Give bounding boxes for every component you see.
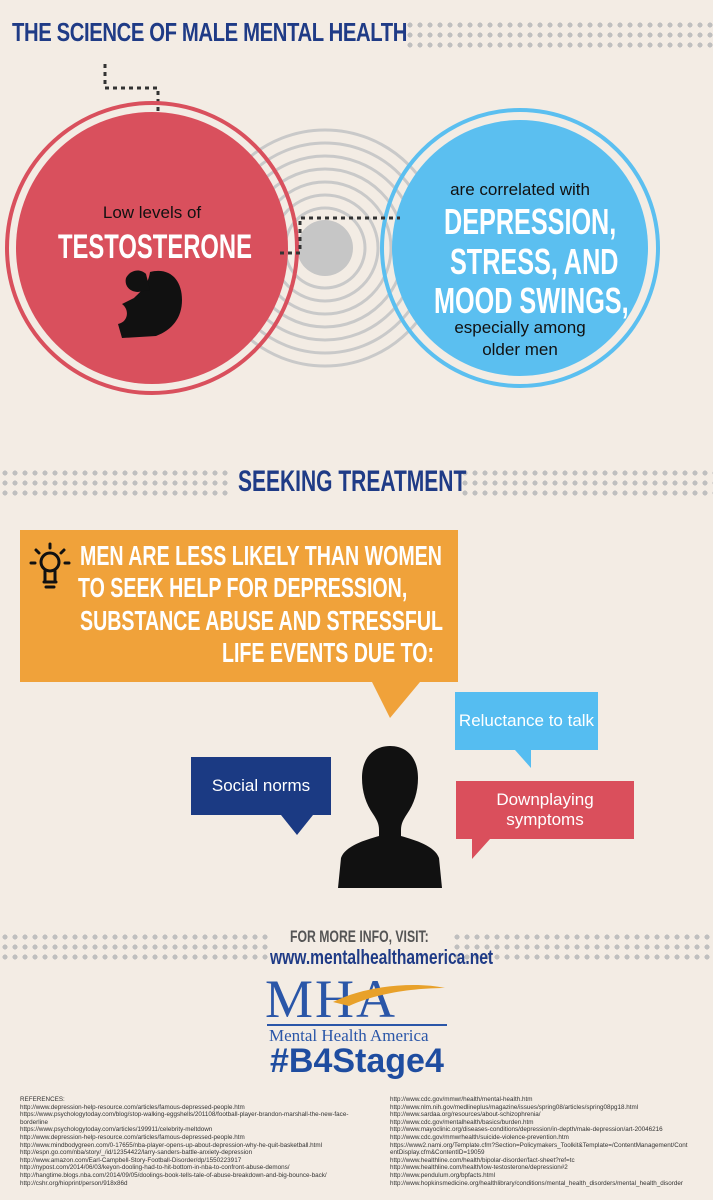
bubble-reluctance: Reluctance to talk	[455, 692, 598, 768]
ripple-center	[297, 220, 353, 276]
footer-dots-left	[0, 932, 268, 960]
right-circle-line3: older men	[482, 340, 558, 359]
reference-item: http://hangtime.blogs.nba.com/2014/09/05…	[20, 1171, 327, 1179]
right-circle-big3: MOOD SWINGS,	[434, 280, 629, 321]
more-info-label: FOR MORE INFO, VISIT:	[290, 927, 429, 946]
leader-line-top	[103, 64, 160, 130]
section-dots-left	[0, 468, 230, 496]
blue-circle-outer	[380, 108, 660, 388]
flexed-arm-icon	[118, 270, 182, 338]
reference-item: http://www.mindbodygreen.com/0-17655/nba…	[20, 1141, 323, 1149]
reference-item: http://www.amazon.com/Earl-Campbell-Stor…	[20, 1156, 242, 1164]
right-circle-line1: are correlated with	[450, 180, 590, 199]
callout-line-4: LIFE EVENTS DUE TO:	[222, 637, 435, 668]
references-title: REFERENCES:	[20, 1096, 65, 1103]
bubble-social-norms: Social norms	[191, 757, 331, 835]
reference-item: https://www.psychologytoday.com/articles…	[20, 1126, 213, 1134]
reference-item: http://www.depression-help-resource.com/…	[20, 1103, 245, 1111]
left-circle-testosterone: TESTOSTERONE	[58, 228, 252, 266]
reference-item: http://nypost.com/2014/06/03/keyon-dooli…	[20, 1164, 290, 1172]
section-title: SEEKING TREATMENT	[238, 465, 467, 498]
reference-item: http://www.hopkinsmedicine.org/healthlib…	[390, 1179, 683, 1187]
references-left: REFERENCES: http://www.depression-help-r…	[20, 1096, 376, 1187]
blue-circle	[392, 120, 648, 376]
reference-item: http://www.depression-help-resource.com/…	[20, 1133, 245, 1141]
hashtag: #B4Stage4	[270, 1042, 444, 1080]
mha-logo-underline	[267, 1024, 447, 1026]
section-dots-right	[460, 468, 713, 496]
circles-graphic	[5, 64, 660, 395]
red-circle	[16, 112, 288, 384]
bubble-downplaying: Downplaying symptoms	[456, 781, 634, 859]
reference-item: http://www.mayoclinic.org/diseases-condi…	[390, 1126, 663, 1134]
reference-item: http://www.sardaa.org/resources/about-sc…	[390, 1111, 541, 1119]
reference-item: entDisplay.cfm&ContentID=19059	[390, 1149, 485, 1157]
orange-callout	[20, 530, 458, 718]
right-circle-big2: STRESS, AND	[450, 241, 619, 282]
lightbulb-icon	[29, 542, 71, 589]
page-title: THE SCIENCE OF MALE MENTAL HEALTH	[12, 17, 407, 47]
right-circle-big1: DEPRESSION,	[444, 201, 617, 242]
mha-logo-letters: MHA	[265, 969, 398, 1029]
mha-swoosh-icon	[333, 984, 445, 1006]
reference-item: http://www.healthline.com/health/low-tes…	[390, 1164, 568, 1172]
header-dots	[405, 20, 713, 48]
reference-item: https://www2.nami.org/Template.cfm?Secti…	[390, 1141, 688, 1149]
footer-dots-right	[452, 932, 713, 960]
red-circle-outer	[5, 101, 299, 395]
reference-item: http://www.cdc.gov/mmwr/health/mental-he…	[390, 1096, 533, 1103]
reference-item: https://www.psychologytoday.com/blog/sto…	[20, 1111, 349, 1119]
reference-item: http://www.cdc.gov/mentalhealth/basics/b…	[390, 1118, 534, 1126]
left-circle-line1: Low levels of	[102, 203, 202, 222]
reference-item: http://cshr.org/hioprint/person/918x86d	[20, 1179, 128, 1187]
reference-item: http://www.nlm.nih.gov/medlineplus/magaz…	[390, 1103, 639, 1111]
reference-item: borderline	[20, 1118, 49, 1126]
callout-line-1: MEN ARE LESS LIKELY THAN WOMEN	[80, 540, 442, 571]
reference-item: http://www.pendulum.org/bpfacts.html	[390, 1171, 495, 1179]
reference-item: http://espn.go.com/nba/story/_/id/123544…	[20, 1149, 253, 1157]
website-link[interactable]: www.mentalhealthamerica.net	[270, 947, 494, 969]
mha-logo: MHA Mental Health America	[265, 970, 455, 1046]
references-right: http://www.cdc.gov/mmwr/health/mental-he…	[390, 1096, 708, 1187]
reference-item: http://www.healthline.com/health/bipolar…	[390, 1156, 575, 1164]
callout-line-2: TO SEEK HELP FOR DEPRESSION,	[78, 572, 408, 603]
mha-logo-name: Mental Health America	[269, 1026, 429, 1045]
callout-line-3: SUBSTANCE ABUSE AND STRESSFUL	[80, 605, 443, 636]
reference-item: http://www.cdc.gov/mmwrhealth/suicide-vi…	[390, 1133, 569, 1141]
right-circle-line2: especially among	[454, 318, 586, 337]
person-silhouette-icon	[338, 746, 442, 888]
